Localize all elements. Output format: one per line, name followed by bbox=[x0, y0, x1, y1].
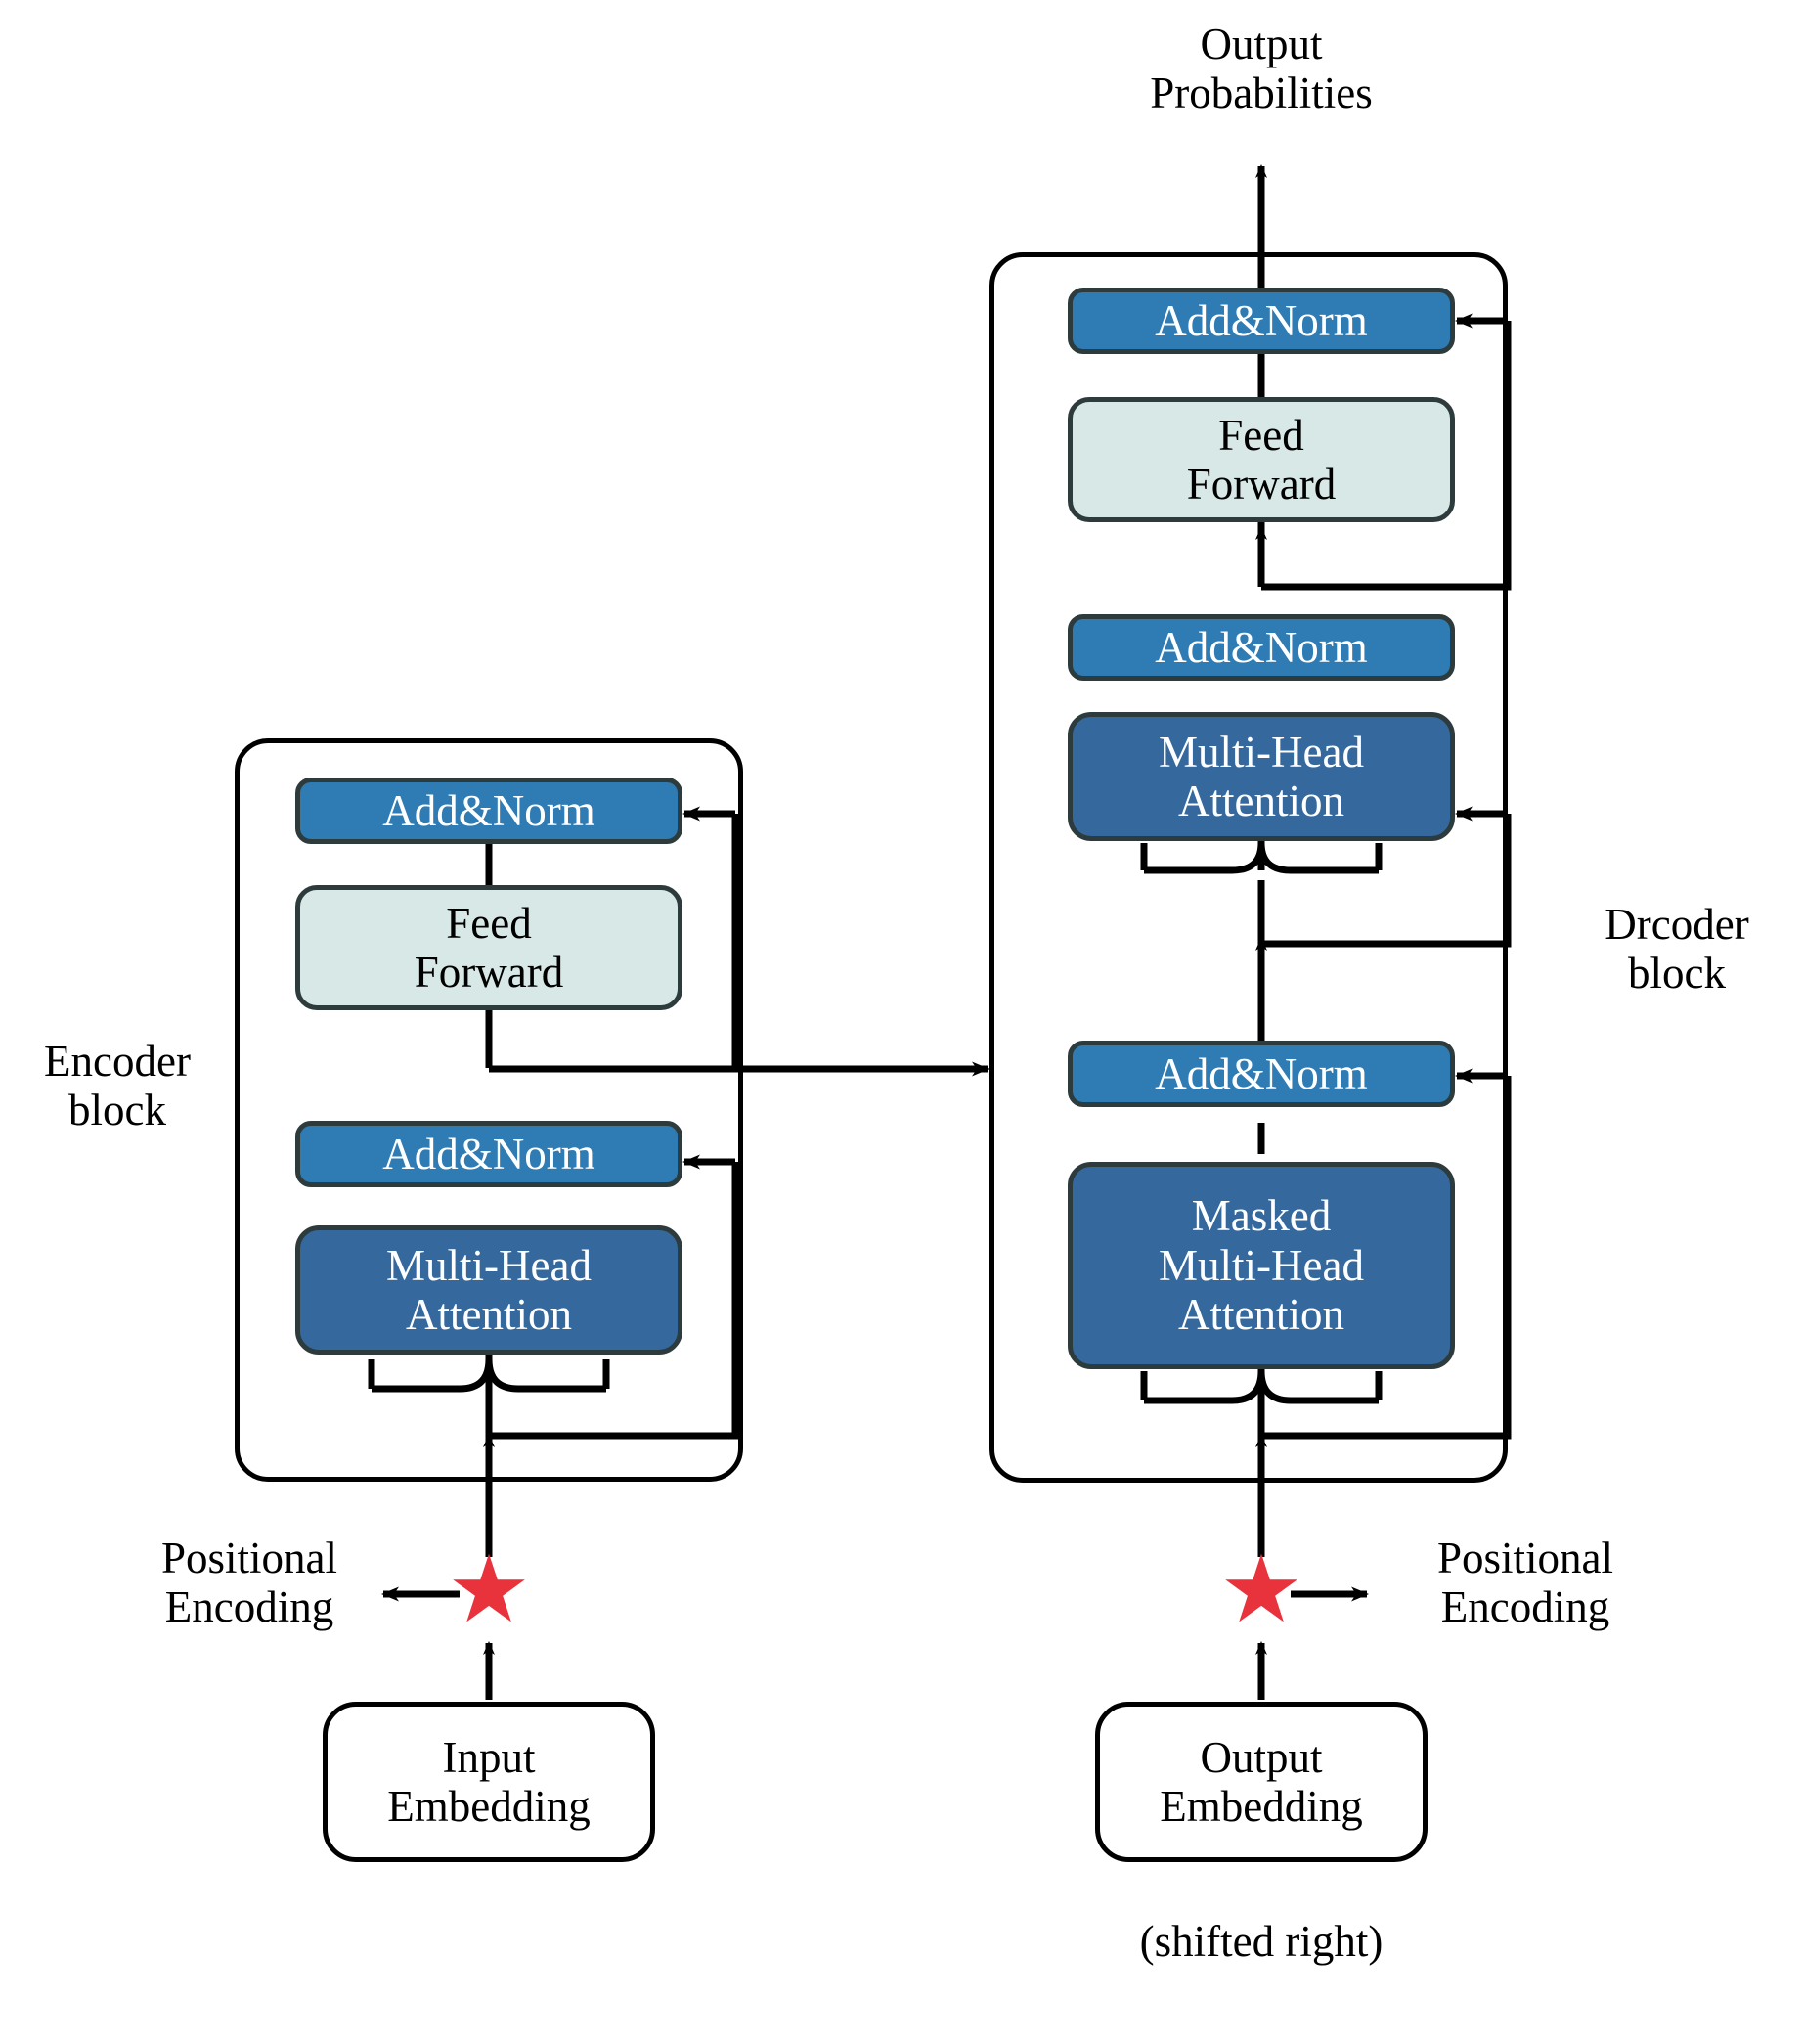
encoder-positional-encoding-label: Positional Encoding bbox=[160, 1533, 338, 1632]
encoder-feed-forward[interactable]: Feed Forward bbox=[295, 885, 682, 1010]
decoder-add-norm-bottom[interactable]: Add&Norm bbox=[1068, 1041, 1455, 1107]
decoder-cross-multi-head-attention[interactable]: Multi-Head Attention bbox=[1068, 712, 1455, 841]
shifted-right-note: (shifted right) bbox=[1139, 1917, 1384, 1966]
encoder-multi-head-attention[interactable]: Multi-Head Attention bbox=[295, 1225, 682, 1355]
decoder-add-norm-top[interactable]: Add&Norm bbox=[1068, 288, 1455, 354]
output-probabilities-label: Output Probabilities bbox=[1150, 20, 1373, 118]
encoder-add-norm-bottom[interactable]: Add&Norm bbox=[295, 1121, 682, 1187]
decoder-positional-encoding-star-icon: ★ bbox=[1218, 1537, 1304, 1642]
decoder-block-label: Drcoder block bbox=[1605, 900, 1749, 999]
decoder-feed-forward[interactable]: Feed Forward bbox=[1068, 397, 1455, 522]
encoder-positional-encoding-star-icon: ★ bbox=[446, 1537, 532, 1642]
decoder-masked-multi-head-attention[interactable]: Masked Multi-Head Attention bbox=[1068, 1162, 1455, 1369]
encoder-block-label: Encoder block bbox=[44, 1037, 191, 1135]
encoder-outer-block bbox=[235, 738, 743, 1482]
decoder-positional-encoding-label: Positional Encoding bbox=[1436, 1533, 1614, 1632]
decoder-outer-block bbox=[989, 252, 1508, 1483]
encoder-add-norm-top[interactable]: Add&Norm bbox=[295, 778, 682, 844]
input-embedding-box[interactable]: Input Embedding bbox=[323, 1702, 655, 1862]
output-embedding-box[interactable]: Output Embedding bbox=[1095, 1702, 1428, 1862]
decoder-add-norm-middle[interactable]: Add&Norm bbox=[1068, 614, 1455, 681]
